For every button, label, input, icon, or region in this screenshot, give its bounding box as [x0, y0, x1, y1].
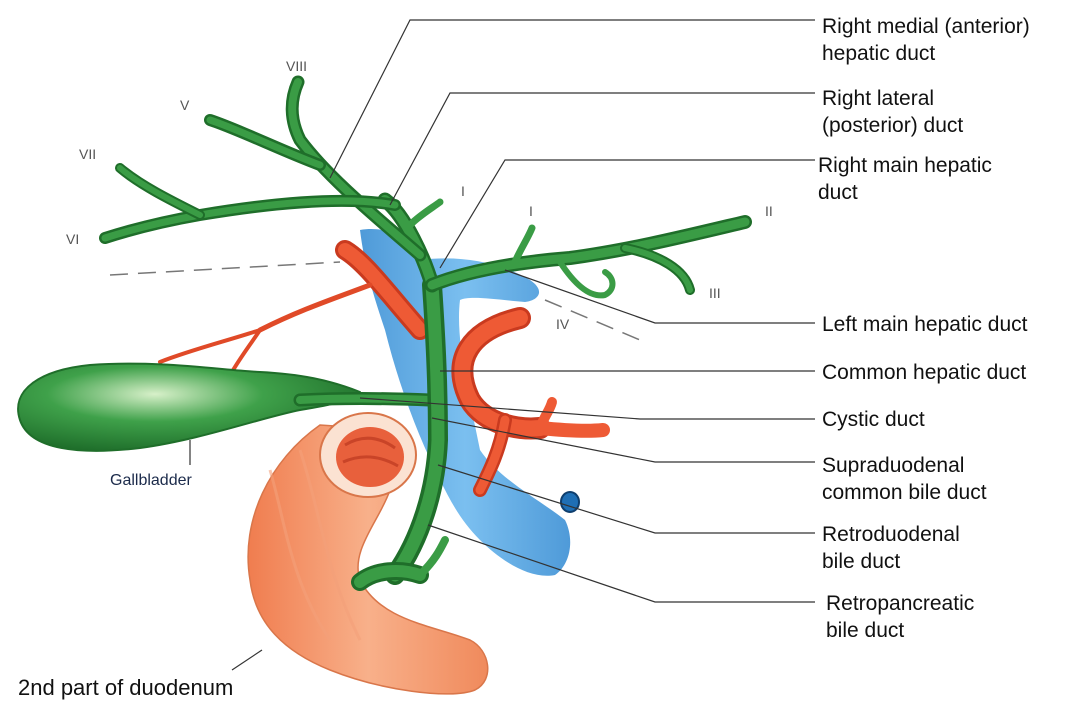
- label-2nd-part-of-duodenum: 2nd part of duodenum: [18, 675, 233, 701]
- label-right-main-hepatic-duct: Right main hepatic duct: [818, 152, 992, 206]
- segment-label-vii: VII: [79, 146, 96, 162]
- segment-label-iii: III: [709, 285, 721, 301]
- liver-border-dashed-line: [110, 262, 340, 275]
- label-supraduodenal-common-bile-duct: Supraduodenal common bile duct: [822, 452, 987, 506]
- segment-label-iv: IV: [556, 316, 569, 332]
- segment-label-ii: II: [765, 203, 773, 219]
- segment-label-i-upper: I: [461, 183, 465, 199]
- label-cystic-duct: Cystic duct: [822, 406, 925, 433]
- leader-right-lateral: [390, 93, 815, 205]
- label-left-main-hepatic-duct: Left main hepatic duct: [822, 311, 1027, 338]
- segment-label-v: V: [180, 97, 189, 113]
- segment-label-vi: VI: [66, 231, 79, 247]
- segment-label-i-left: I: [529, 203, 533, 219]
- label-right-lateral-duct: Right lateral (posterior) duct: [822, 85, 963, 139]
- segment-label-viii: VIII: [286, 58, 307, 74]
- portal-vein-opening: [561, 492, 579, 512]
- label-right-medial-hepatic-duct: Right medial (anterior) hepatic duct: [822, 13, 1030, 67]
- label-retropancreatic-bile-duct: Retropancreatic bile duct: [826, 590, 974, 644]
- leader-left-main: [505, 270, 815, 323]
- label-gallbladder: Gallbladder: [110, 472, 192, 490]
- label-common-hepatic-duct: Common hepatic duct: [822, 359, 1026, 386]
- leader-duodenum: [232, 650, 262, 670]
- label-retroduodenal-bile-duct: Retroduodenal bile duct: [822, 521, 960, 575]
- leader-right-medial: [330, 20, 815, 178]
